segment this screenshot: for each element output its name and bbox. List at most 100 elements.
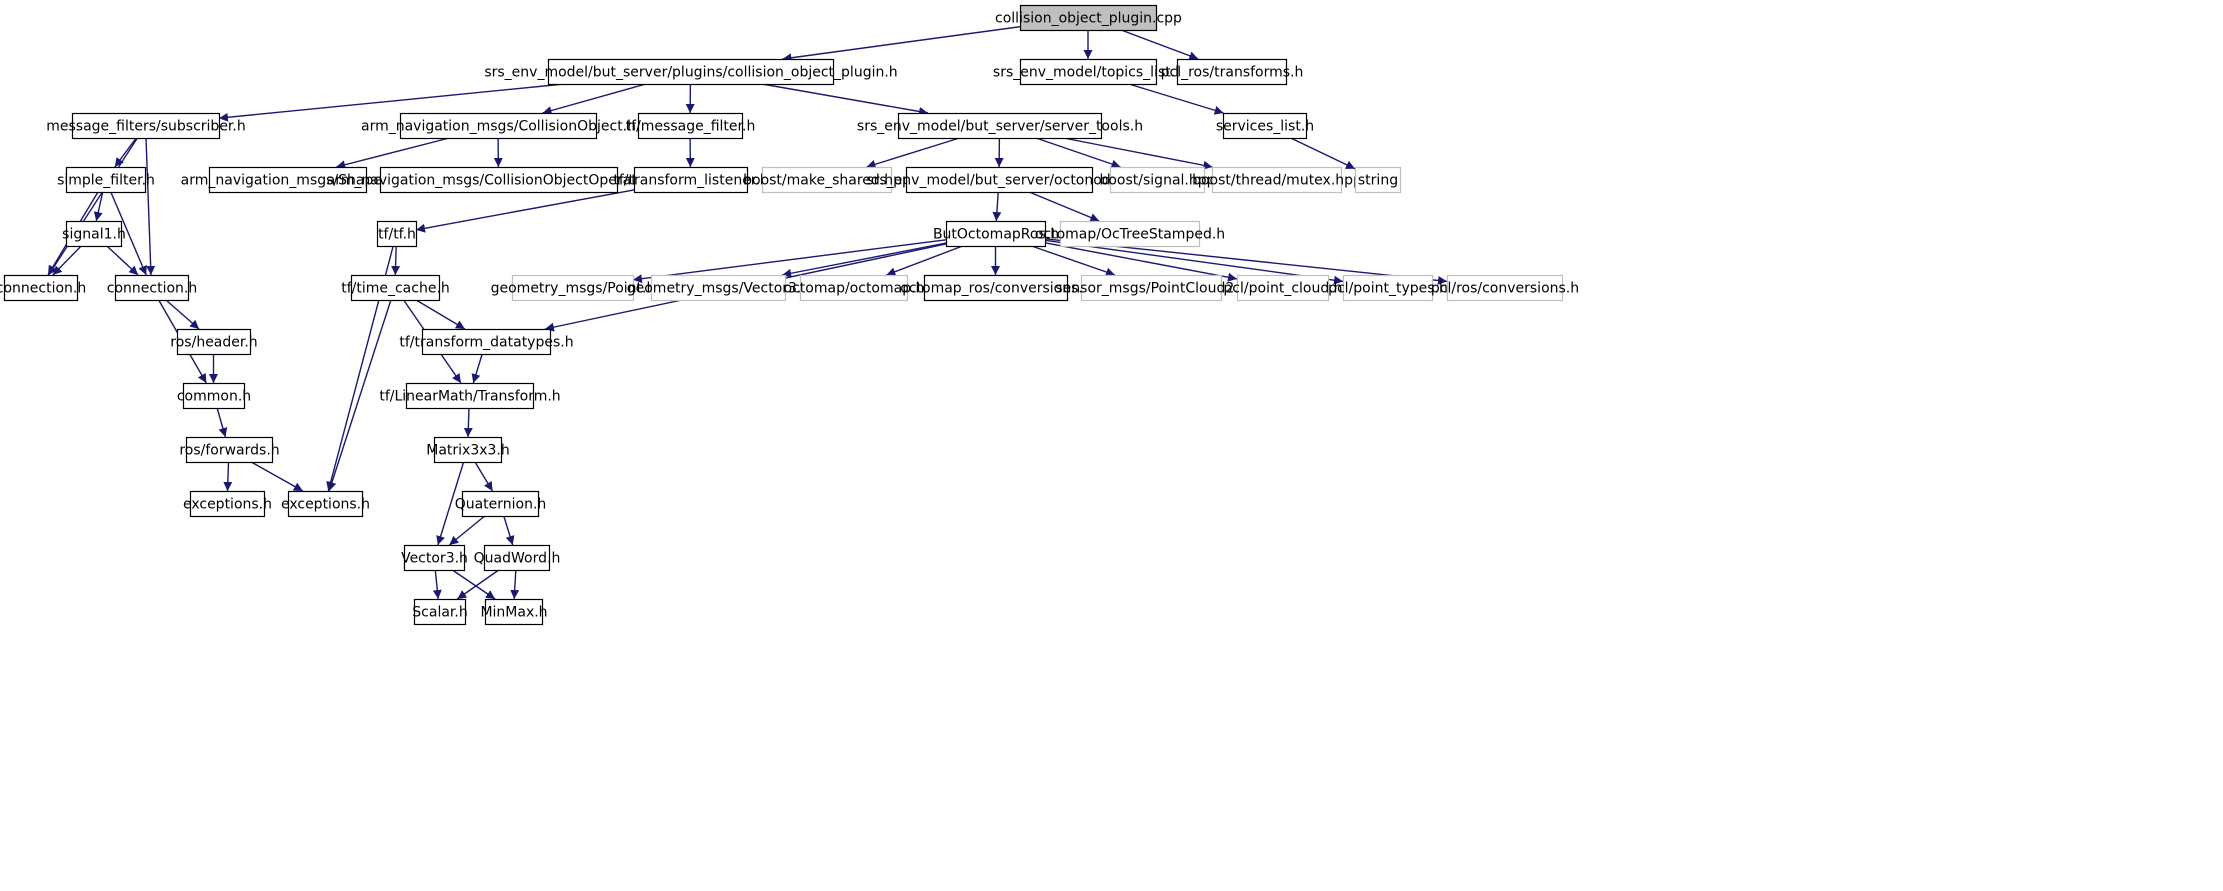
edge-ros_fwd-to-exc_a [223, 461, 233, 492]
node-label: srs_env_model/but_server/server_tools.h [857, 119, 1143, 135]
edge-butoct-to-gm_vec3 [782, 242, 947, 278]
node-srv_tools[interactable]: srs_env_model/but_server/server_tools.h [857, 112, 1143, 140]
node-box [65, 166, 147, 194]
node-butoct[interactable]: ButOctomapRos.h [933, 220, 1059, 248]
node-box [511, 274, 635, 302]
node-pcl_ros_conv: pcl/ros/conversions.h [1431, 274, 1579, 302]
node-string: string [1354, 166, 1402, 194]
edge-topics-to-services [1128, 83, 1224, 115]
node-box [421, 328, 552, 356]
node-box [413, 598, 467, 626]
node-quadword[interactable]: QuadWord.h [474, 544, 561, 572]
node-box [287, 490, 364, 518]
edge-srv_tools-to-boost_ms [866, 137, 960, 169]
node-ros_fwd[interactable]: ros/forwards.h [179, 436, 280, 464]
node-label: Vector3.h [401, 551, 468, 567]
node-box [650, 274, 787, 302]
node-oct_ros_conv[interactable]: octomap_ros/conversions.h [900, 274, 1092, 302]
node-exc_b[interactable]: exceptions.h [281, 490, 370, 518]
node-box [376, 220, 418, 248]
node-boost_ms: boost/make_shared.hpp [743, 166, 911, 194]
node-box [799, 274, 909, 302]
node-label: pcl/ros/conversions.h [1431, 281, 1579, 297]
node-label: geometry_msgs/Vector3.h [627, 281, 811, 297]
node-label: exceptions.h [183, 497, 272, 513]
node-label: connection.h [107, 281, 197, 297]
node-signal1[interactable]: signal1.h [62, 220, 126, 248]
node-box [189, 490, 266, 518]
node-box [761, 166, 893, 194]
node-box [114, 274, 190, 302]
node-pclros_tr[interactable]: pcl_ros/transforms.h [1161, 58, 1304, 86]
node-simple_filter[interactable]: simple_filter.h [57, 166, 155, 194]
node-boost_sig: boost/signal.hpp [1099, 166, 1216, 194]
node-time_cache[interactable]: tf/time_cache.h [341, 274, 450, 302]
node-tf_tf[interactable]: tf/tf.h [376, 220, 418, 248]
node-label: exceptions.h [281, 497, 370, 513]
node-label: boost/signal.hpp [1099, 173, 1215, 189]
edge-cop_h-to-anm_co [542, 83, 647, 115]
node-label: ButOctomapRos.h [933, 227, 1059, 243]
node-label: ros/forwards.h [179, 443, 279, 459]
node-label: tf/tf.h [378, 227, 416, 243]
node-cop_h[interactable]: srs_env_model/but_server/plugins/collisi… [484, 58, 898, 86]
edge-tf_tf-to-time_cache [391, 245, 401, 276]
node-box [1019, 4, 1158, 32]
node-ros_header[interactable]: ros/header.h [170, 328, 258, 356]
node-sm_pc2: sensor_msgs/PointCloud2.h [1055, 274, 1248, 302]
node-octonode[interactable]: srs_env_model/but_server/octonode.h [866, 166, 1133, 194]
node-gm_point: geometry_msgs/Point.h [491, 274, 655, 302]
node-tf_tl[interactable]: tf/transform_listener.h [613, 166, 769, 194]
node-box [1019, 58, 1158, 86]
node-box [1222, 112, 1308, 140]
node-vec3[interactable]: Vector3.h [401, 544, 468, 572]
edge-quadword-to-scalar [456, 569, 500, 600]
node-exc_a[interactable]: exceptions.h [183, 490, 272, 518]
node-box [461, 490, 540, 518]
node-lm_tr[interactable]: tf/LinearMath/Transform.h [379, 382, 561, 410]
node-topics[interactable]: srs_env_model/topics_list.h [993, 58, 1184, 86]
node-common[interactable]: common.h [177, 382, 251, 410]
node-label: pcl_ros/transforms.h [1161, 65, 1304, 81]
node-quat[interactable]: Quaternion.h [455, 490, 547, 518]
node-anm_shape[interactable]: arm_navigation_msgs/Shape.h [181, 166, 396, 194]
edge-srv_tools-to-boost_sig [1035, 137, 1121, 169]
node-box [1342, 274, 1434, 302]
edge-m3x3-to-vec3 [436, 461, 465, 546]
node-label: sensor_msgs/PointCloud2.h [1055, 281, 1247, 297]
node-box [484, 598, 544, 626]
node-m3x3[interactable]: Matrix3x3.h [426, 436, 510, 464]
edge-root-to-cop_h [782, 26, 1021, 63]
node-conn_a[interactable]: connection.h [0, 274, 86, 302]
edge-lm_tr-to-m3x3 [463, 407, 473, 438]
edge-tf_tdt-to-lm_tr [471, 353, 483, 384]
node-box [399, 112, 598, 140]
edge-cop_h-to-mf_sub [218, 83, 565, 122]
node-scalar[interactable]: Scalar.h [412, 598, 468, 626]
node-tf_mf[interactable]: tf/message_filter.h [626, 112, 756, 140]
node-mf_sub[interactable]: message_filters/subscriber.h [46, 112, 246, 140]
node-box [633, 166, 749, 194]
node-box [1176, 58, 1288, 86]
node-pcl_pc: pcl/point_cloud.h [1223, 274, 1343, 302]
edge-butoct-to-pcl_pc [1044, 242, 1238, 282]
node-label: octomap/octomap.h [784, 281, 925, 297]
node-label: Matrix3x3.h [426, 443, 510, 459]
node-anm_coop[interactable]: arm_navigation_msgs/CollisionObjectOpera… [327, 166, 672, 194]
node-pcl_pt: pcl/point_types.h [1328, 274, 1448, 302]
node-label: tf/transform_listener.h [613, 173, 768, 189]
node-services[interactable]: services_list.h [1216, 112, 1314, 140]
node-label: ros/header.h [170, 335, 257, 351]
node-root[interactable]: collision_object_plugin.cpp [995, 4, 1182, 32]
node-conn_b[interactable]: connection.h [107, 274, 197, 302]
node-tf_tdt[interactable]: tf/transform_datatypes.h [399, 328, 574, 356]
edge-cop_h-to-srv_tools [761, 83, 929, 116]
edge-anm_co-to-anm_shape [336, 137, 450, 170]
node-box [1059, 220, 1201, 248]
edge-butoct-to-gm_point [632, 239, 947, 284]
node-label: tf/transform_datatypes.h [399, 335, 573, 351]
node-anm_co[interactable]: arm_navigation_msgs/CollisionObject.h [361, 112, 636, 140]
node-label: octomap_ros/conversions.h [900, 281, 1091, 297]
node-minmax[interactable]: MinMax.h [480, 598, 548, 626]
